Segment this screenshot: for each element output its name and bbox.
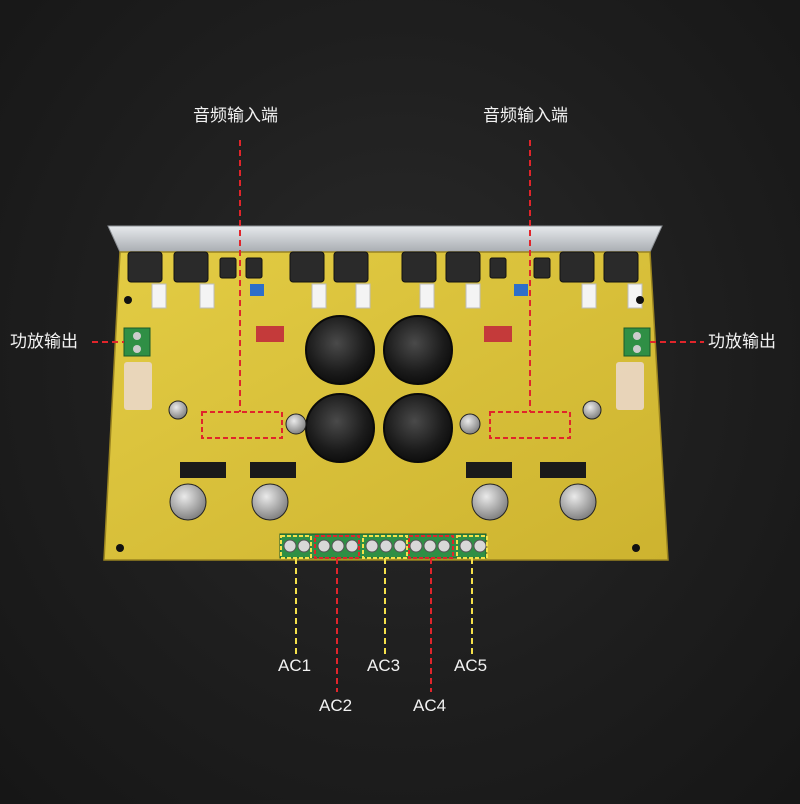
output-terminal-left [123,327,151,357]
label-ac5: AC5 [454,656,488,675]
power-transistors [127,251,639,283]
heatsink [107,225,663,253]
label-audio-input-right: 音频输入端 [483,106,568,126]
relay-left [124,362,152,410]
label-ac1: AC1 [278,656,312,675]
filter-capacitors [305,315,453,463]
label-ac3: AC3 [367,656,401,675]
label-audio-input-left: 音频输入端 [193,106,278,126]
mounting-holes [116,296,644,552]
label-amp-output-right: 功放输出 [708,332,776,352]
trimmer-pot-left [250,284,264,296]
film-cap-right [484,326,512,342]
relay-right [616,362,644,410]
film-cap-left [256,326,284,342]
trimmer-pot-right [514,284,528,296]
label-amp-output-left: 功放输出 [10,332,78,352]
input-region-box-left [201,411,283,439]
label-ac2: AC2 [319,696,353,715]
small-heatsinks [180,462,586,478]
ac-terminal-block [279,533,487,559]
output-terminal-right [623,327,651,357]
label-ac4: AC4 [413,696,447,715]
electrolytic-caps [168,400,602,521]
